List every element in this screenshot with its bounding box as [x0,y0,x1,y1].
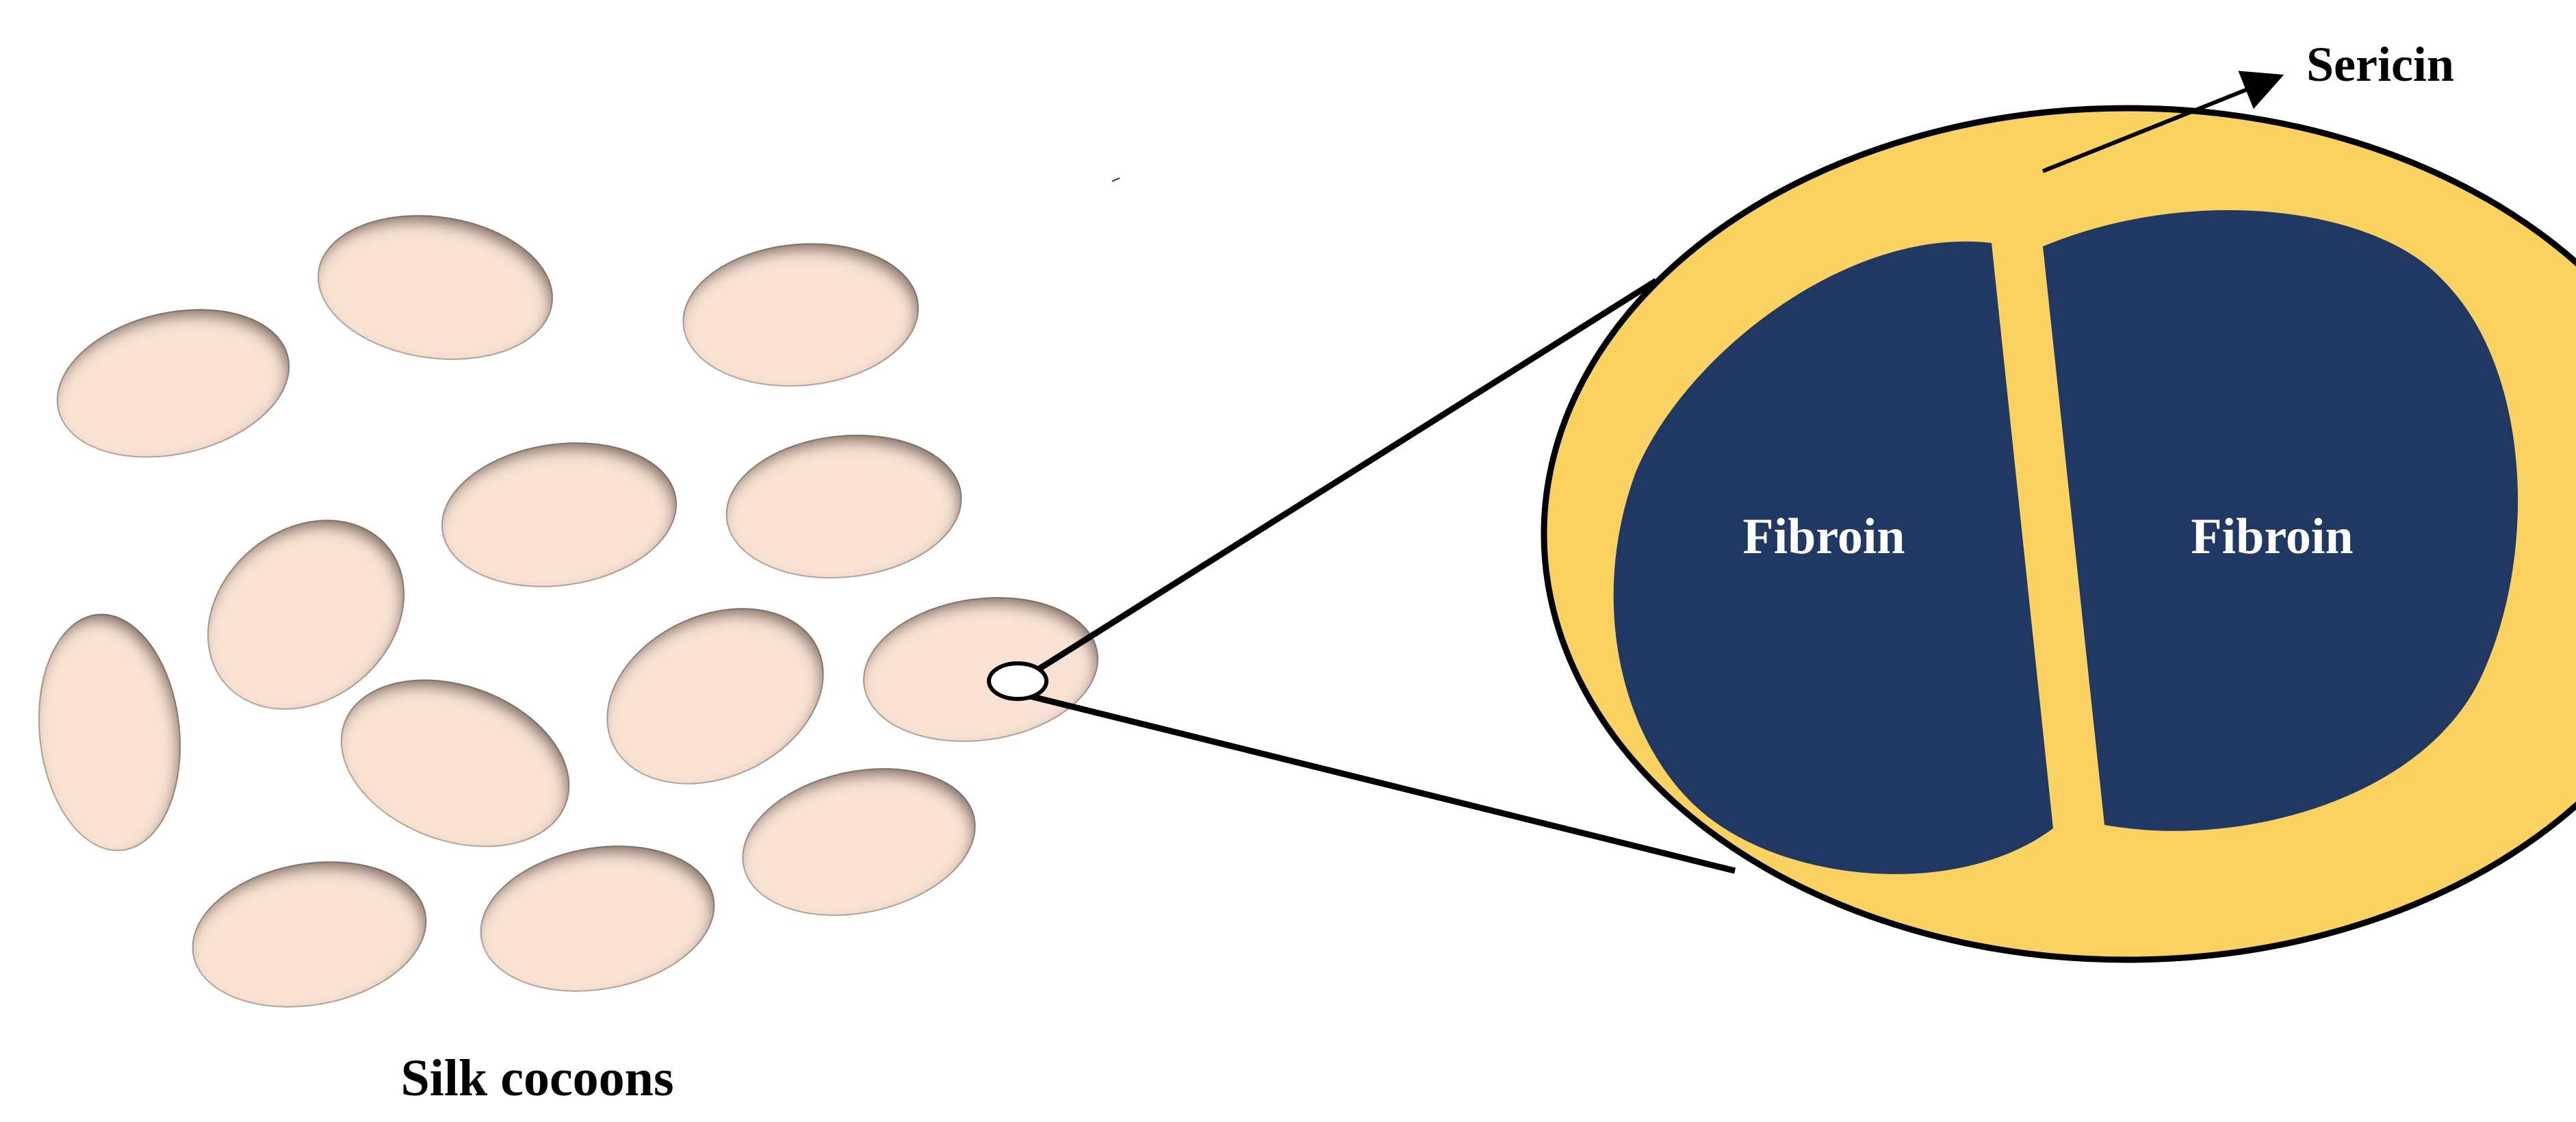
cocoon [192,861,427,1008]
cocoon [318,215,553,360]
stray-mark [1111,177,1120,182]
sericin-arrow [2042,71,2284,173]
cocoon [606,608,824,785]
fibroin-core-right [2043,210,2519,831]
fibroin-left-label: Fibroin [1742,509,1905,565]
zoom-line-lower [1015,689,1736,874]
cocoon [863,597,1098,742]
cocoon [682,243,919,387]
cocoon [725,434,962,579]
cocoon [340,679,570,847]
zoom-lines [1014,278,1736,874]
sericin-label: Sericin [2306,37,2454,92]
cocoon [441,442,677,587]
cocoon [742,768,976,916]
silk-cocoons-group [38,215,1098,1008]
silk-cocoons-label: Silk cocoons [400,1049,673,1107]
fibroin-core-left [1613,241,2053,874]
fibroin-right-label: Fibroin [2191,509,2353,565]
cocoon [56,309,290,458]
cocoon [480,845,715,992]
cocoon [207,520,405,710]
fiber-cross-section [1541,105,2576,963]
cross-section-marker [987,661,1048,701]
zoom-line-upper [1014,278,1658,686]
sericin-divider [1993,240,2102,834]
cocoon [38,613,181,852]
